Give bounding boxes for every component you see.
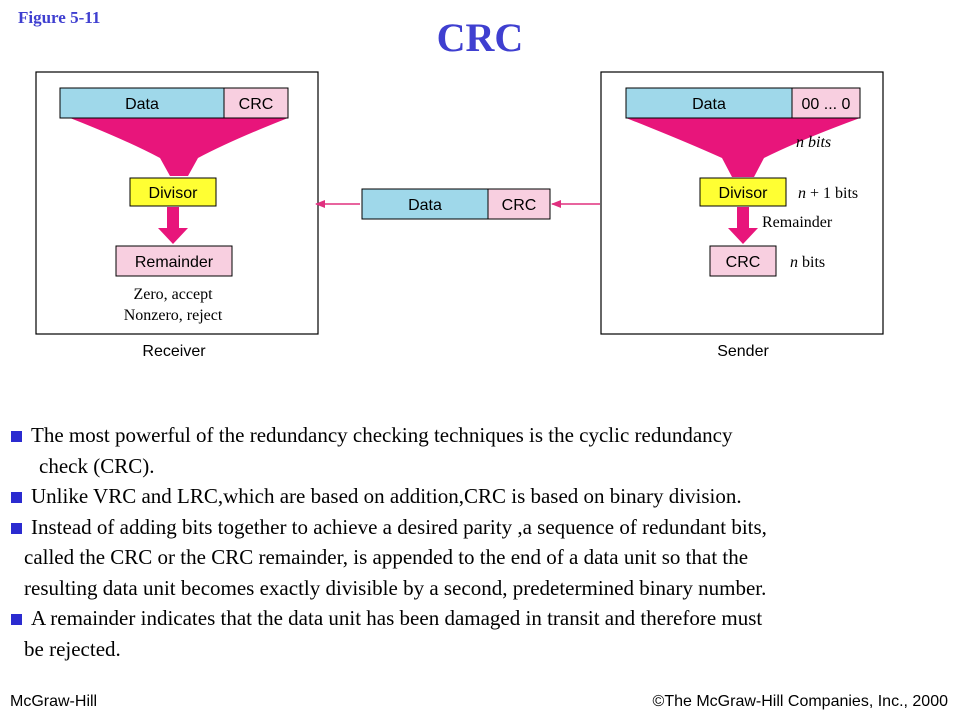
sender-remainder-label: Remainder	[762, 214, 833, 231]
bullet-item: Unlike VRC and LRC,which are based on ad…	[8, 481, 960, 512]
receiver-data-label: Data	[125, 96, 159, 113]
receiver-crc-label: CRC	[239, 96, 274, 113]
bullet-item: The most powerful of the redundancy chec…	[8, 420, 960, 481]
sender-funnel	[626, 118, 860, 177]
receiver-divisor-box	[129, 177, 217, 207]
slide-title: CRC	[436, 15, 524, 60]
receiver-divisor-arrow	[158, 207, 188, 244]
bullet-marker	[11, 492, 22, 503]
bullet-line: resulting data unit becomes exactly divi…	[24, 575, 767, 600]
sender-divisor-label: Divisor	[719, 185, 769, 202]
channel-crc-label: CRC	[502, 197, 537, 214]
receiver-divisor-label: Divisor	[149, 185, 199, 202]
sender-divisor-arrow	[728, 207, 758, 244]
sender-data-box	[625, 87, 793, 119]
bullet-line: Instead of adding bits together to achie…	[31, 514, 767, 539]
receiver-funnel	[70, 118, 288, 176]
sender-divisor-box	[699, 177, 787, 207]
crc-diagram: Data CRC Divisor Remainder Zero, accept …	[35, 71, 884, 360]
channel-crc-box	[487, 188, 551, 220]
receiver-remainder-box	[115, 245, 233, 277]
bullet-item: A remainder indicates that the data unit…	[8, 603, 960, 664]
receiver-reject-text: Nonzero, reject	[124, 307, 223, 324]
bullet-line: Unlike VRC and LRC,which are based on ad…	[31, 484, 742, 508]
bullet-marker	[11, 522, 22, 534]
receiver-caption: Receiver	[142, 343, 206, 360]
figure-label: Figure 5-11	[18, 8, 101, 27]
sender-crc-label: CRC	[726, 254, 761, 271]
channel-data-label: Data	[408, 197, 442, 214]
sender-data-label: Data	[692, 96, 726, 113]
channel-data-box	[361, 188, 489, 220]
footer-publisher: McGraw-Hill	[10, 693, 98, 710]
sender-crc-box	[709, 245, 777, 277]
bullet-line: called the CRC or the CRC remainder, is …	[24, 545, 749, 569]
bullet-line: check (CRC).	[39, 453, 155, 478]
bullet-line: A remainder indicates that the data unit…	[31, 606, 763, 630]
sender-zeros-box	[791, 87, 861, 119]
sender-n-bits-label: n bits	[796, 134, 831, 151]
sender-zeros-label: 00 ... 0	[802, 96, 851, 113]
sender-caption: Sender	[717, 343, 769, 360]
sender-crc-bits-label: n bits	[790, 254, 825, 271]
receiver-accept-text: Zero, accept	[133, 286, 213, 303]
receiver-crc-box	[223, 87, 289, 119]
bullet-line: be rejected.	[24, 636, 121, 661]
receiver-remainder-label: Remainder	[135, 254, 214, 271]
bullet-marker	[11, 431, 22, 442]
bullet-list: The most powerful of the redundancy chec…	[8, 420, 960, 664]
sender-n-plus-one-label: n + 1 bits	[798, 185, 858, 202]
footer-copyright: ©The McGraw-Hill Companies, Inc., 2000	[652, 693, 948, 710]
bullet-item: Instead of adding bits together to achie…	[8, 512, 960, 604]
bullet-marker	[11, 614, 22, 625]
bullet-line: The most powerful of the redundancy chec…	[31, 423, 733, 447]
